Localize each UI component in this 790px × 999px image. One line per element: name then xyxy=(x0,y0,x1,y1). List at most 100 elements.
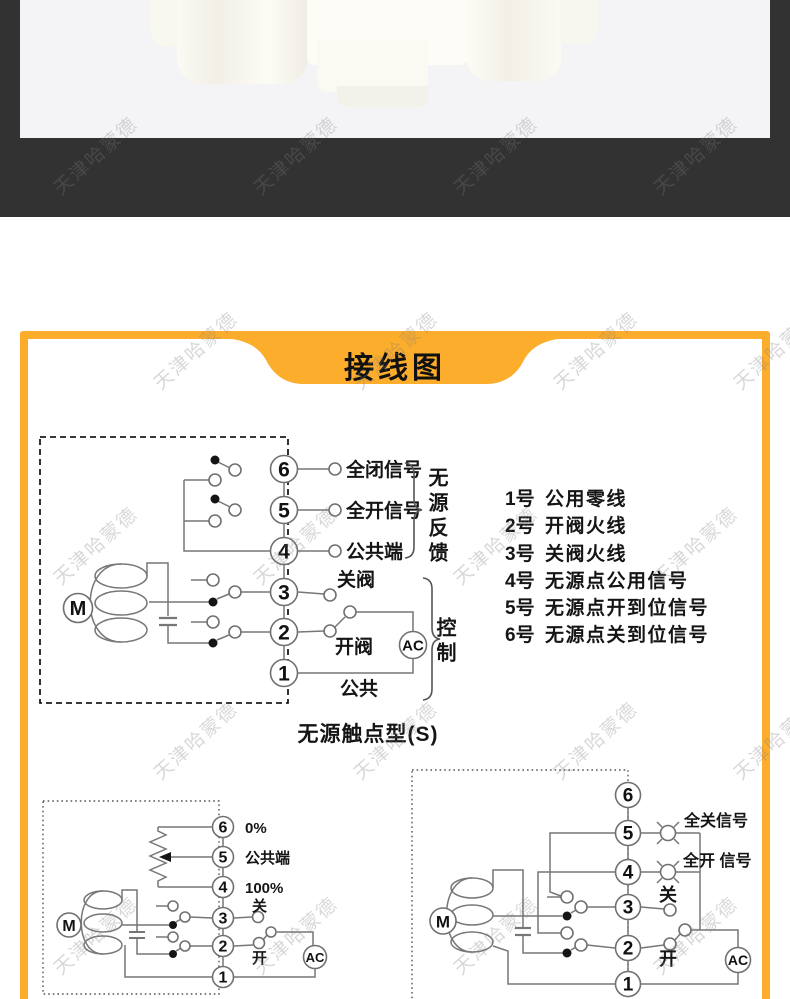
svg-text:5: 5 xyxy=(278,500,290,523)
terminal-4: 4 xyxy=(211,875,235,899)
terminal-3: 3 xyxy=(614,893,642,921)
legend-item: 4号 无源点公用信号 xyxy=(505,568,709,595)
svg-text:M: M xyxy=(62,918,75,935)
svg-text:4: 4 xyxy=(219,880,228,897)
label-full-close-signal: 全关信号 xyxy=(683,811,748,830)
terminal-5: 5 xyxy=(211,845,235,869)
svg-text:M: M xyxy=(70,598,87,620)
product-photo-section xyxy=(0,0,790,138)
ac-source: AC xyxy=(724,946,752,974)
motor-coil xyxy=(83,935,123,955)
label-full-open-signal: 全开信号 xyxy=(345,499,422,522)
full-open-lamp-icon xyxy=(656,860,680,884)
legend-item: 3号 关阀火线 xyxy=(505,541,709,568)
terminal-1: 1 xyxy=(211,965,235,989)
label-control-group: 控制 xyxy=(433,616,456,667)
legend-item: 2号 开阀火线 xyxy=(505,513,709,540)
switch-contacts xyxy=(560,890,692,958)
svg-text:6: 6 xyxy=(623,786,634,807)
legend-label: 无源点关到位信号 xyxy=(545,625,710,647)
label-full-close-signal: 全闭信号 xyxy=(345,458,422,481)
legend-label: 无源点开到位信号 xyxy=(545,598,710,620)
motor-symbol: M xyxy=(429,907,457,935)
banner-ribbon-shape xyxy=(218,338,572,384)
label-open: 开 xyxy=(659,949,677,969)
control-brace xyxy=(422,577,441,701)
legend-label: 关阀火线 xyxy=(545,543,628,565)
legend-label: 无源点公用信号 xyxy=(545,570,689,592)
product-photo xyxy=(20,0,770,138)
product-center-lower-body xyxy=(317,40,428,92)
svg-text:AC: AC xyxy=(728,952,748,968)
terminal-1: 1 xyxy=(269,658,299,688)
lamp-dotted-border xyxy=(411,769,629,999)
wiring-diagrams: M xyxy=(39,436,752,999)
svg-text:M: M xyxy=(436,913,450,932)
svg-text:3: 3 xyxy=(623,898,634,919)
main-wires xyxy=(146,461,414,674)
full-close-lamp-icon xyxy=(656,821,680,845)
motor-coil xyxy=(94,563,148,589)
lamp-capacitor xyxy=(515,926,531,937)
legend-label: 公用零线 xyxy=(545,489,628,510)
motor-coil xyxy=(94,590,148,616)
terminal-5: 5 xyxy=(269,495,299,525)
lamp-diagram: M xyxy=(411,769,752,999)
svg-text:1: 1 xyxy=(623,975,634,996)
switch-contacts xyxy=(167,900,277,958)
label-0-percent: 0% xyxy=(245,820,267,837)
main-dashed-border xyxy=(39,436,289,704)
legend-number: 4号 xyxy=(505,570,535,592)
legend-item: 5号 无源点开到位信号 xyxy=(505,595,709,622)
svg-text:4: 4 xyxy=(278,541,290,564)
svg-text:3: 3 xyxy=(278,582,290,605)
terminal-2: 2 xyxy=(269,617,299,647)
main-capacitor xyxy=(159,616,177,627)
modulating-capacitor xyxy=(129,931,145,939)
svg-text:2: 2 xyxy=(278,622,290,645)
diagram-caption: 无源触点型(S) xyxy=(297,723,439,746)
svg-text:6: 6 xyxy=(278,459,290,482)
label-feedback-group: 无源反馈 xyxy=(425,467,448,567)
terminal-6: 6 xyxy=(269,454,299,484)
switch-contacts xyxy=(206,455,357,648)
feedback-brace xyxy=(404,462,423,559)
ac-source: AC xyxy=(302,944,328,970)
motor-coil xyxy=(450,877,494,899)
terminal-1: 1 xyxy=(614,970,642,998)
svg-text:2: 2 xyxy=(219,939,228,956)
label-open-valve: 开阀 xyxy=(335,635,373,658)
legend-number: 5号 xyxy=(505,598,535,620)
potentiometer-arrow xyxy=(159,852,171,862)
svg-text:5: 5 xyxy=(219,850,228,867)
motor-coil xyxy=(83,913,123,933)
terminal-legend: 1号 公用零线 2号 开阀火线 3号 关阀火线 4号 无源点公用信号 5号 xyxy=(505,486,709,650)
svg-text:2: 2 xyxy=(623,939,634,960)
motor-coil xyxy=(83,890,123,910)
potentiometer xyxy=(148,827,168,887)
banner-ribbon xyxy=(218,338,572,384)
product-bottom-port xyxy=(337,86,428,107)
product-right-union-nut xyxy=(467,0,561,81)
modulating-diagram: M xyxy=(42,800,328,995)
svg-text:1: 1 xyxy=(219,970,228,987)
label-close: 关 xyxy=(659,884,677,905)
ac-source: AC xyxy=(398,630,428,660)
svg-text:1: 1 xyxy=(278,663,290,686)
modulating-dotted-border xyxy=(42,800,220,995)
legend-item: 6号 无源点关到位信号 xyxy=(505,622,709,649)
dark-separator-band xyxy=(0,138,790,217)
label-open: 开 xyxy=(252,950,267,967)
terminal-5: 5 xyxy=(614,819,642,847)
motor-coil xyxy=(450,931,494,953)
product-left-union-nut xyxy=(177,0,308,84)
svg-text:AC: AC xyxy=(402,638,424,655)
legend-item: 1号 公用零线 xyxy=(505,486,709,513)
label-close: 关 xyxy=(252,897,267,915)
motor-symbol: M xyxy=(56,912,82,938)
label-common-terminal: 公共端 xyxy=(245,849,290,867)
legend-number: 1号 xyxy=(505,489,535,510)
label-full-open-signal: 全开 信号 xyxy=(682,851,751,870)
motor-symbol: M xyxy=(62,592,94,624)
banner-title: 接线图 xyxy=(344,352,446,385)
